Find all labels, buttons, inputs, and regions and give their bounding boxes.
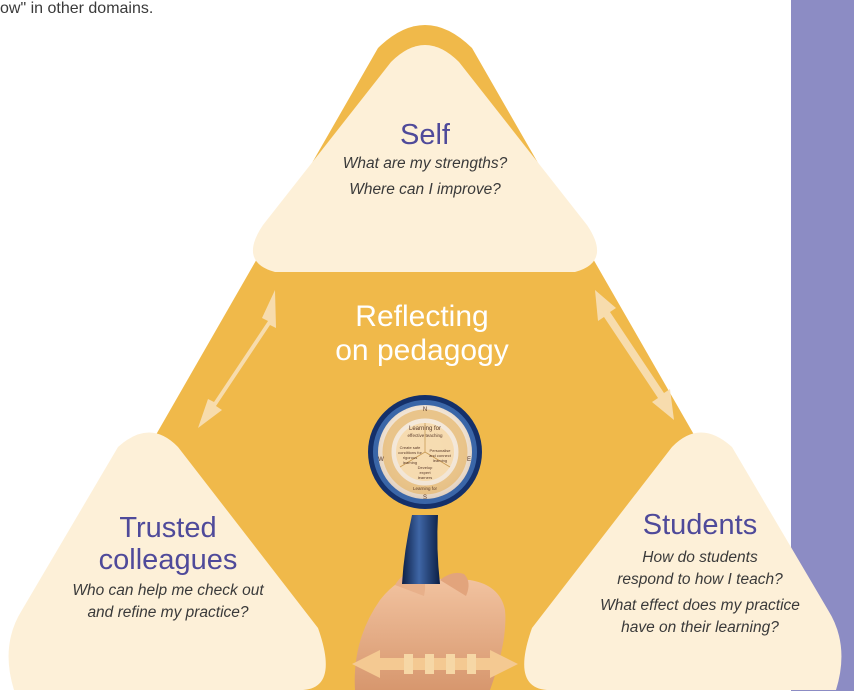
- self-title: Self: [400, 119, 450, 151]
- colleagues-question: Who can help me check out: [72, 582, 264, 599]
- double-arrow-icon: [352, 650, 518, 678]
- compass-seg-bottom: Develop: [418, 465, 433, 470]
- double-arrow-icon: [595, 290, 674, 420]
- students-question: What effect does my practice: [600, 597, 800, 614]
- compass-ring-bottom: Learning for: [413, 486, 438, 491]
- compass-south: S: [423, 495, 427, 501]
- self-node: Self What are my strengths? Where can I …: [305, 119, 545, 201]
- compass-east: E: [467, 457, 471, 463]
- compass-seg-bottom: expert: [419, 470, 431, 475]
- students-question: have on their learning?: [621, 619, 779, 636]
- self-question: Where can I improve?: [349, 181, 501, 198]
- double-arrow-icon: [198, 290, 276, 428]
- compass-seg-right: learning: [433, 458, 447, 463]
- compass-ring-top: Learning for: [409, 426, 441, 432]
- main-triangle: [57, 25, 793, 690]
- students-question: How do students: [642, 549, 758, 566]
- compass-seg-left: rigorous: [403, 455, 417, 460]
- compass-seg-bottom: learners: [418, 475, 432, 480]
- colleagues-question: and refine my practice?: [87, 604, 249, 621]
- students-node-shape: [524, 432, 842, 690]
- compass-north: N: [423, 407, 427, 413]
- compass-ring-sub: effective teaching: [408, 433, 443, 438]
- self-node-shape: [252, 45, 598, 272]
- compass-seg-left: conditions for: [398, 450, 422, 455]
- compass-seg-left: learning: [403, 460, 417, 465]
- compass-seg-right: and connect: [429, 453, 452, 458]
- compass-seg-left: Create safe: [400, 445, 421, 450]
- colleagues-title: Trusted: [119, 512, 217, 544]
- students-node: Students How do students respond to how …: [570, 509, 830, 639]
- center-title: Reflecting on pedagogy: [300, 300, 544, 368]
- center-title-line: on pedagogy: [335, 334, 509, 367]
- students-title: Students: [642, 509, 758, 541]
- students-question: respond to how I teach?: [617, 571, 783, 588]
- colleagues-node-shape: [8, 432, 326, 690]
- compass-west: W: [378, 457, 384, 463]
- text-fragment: ow" in other domains.: [0, 0, 154, 17]
- center-title-line: Reflecting: [355, 300, 489, 333]
- colleagues-node: Trusted colleagues Who can help me check…: [38, 512, 298, 624]
- magnifier-icon: Learning for effective teaching N S E W …: [368, 395, 482, 584]
- colleagues-title: colleagues: [98, 544, 238, 576]
- compass-seg-right: Personalise: [430, 448, 452, 453]
- self-question: What are my strengths?: [342, 155, 508, 172]
